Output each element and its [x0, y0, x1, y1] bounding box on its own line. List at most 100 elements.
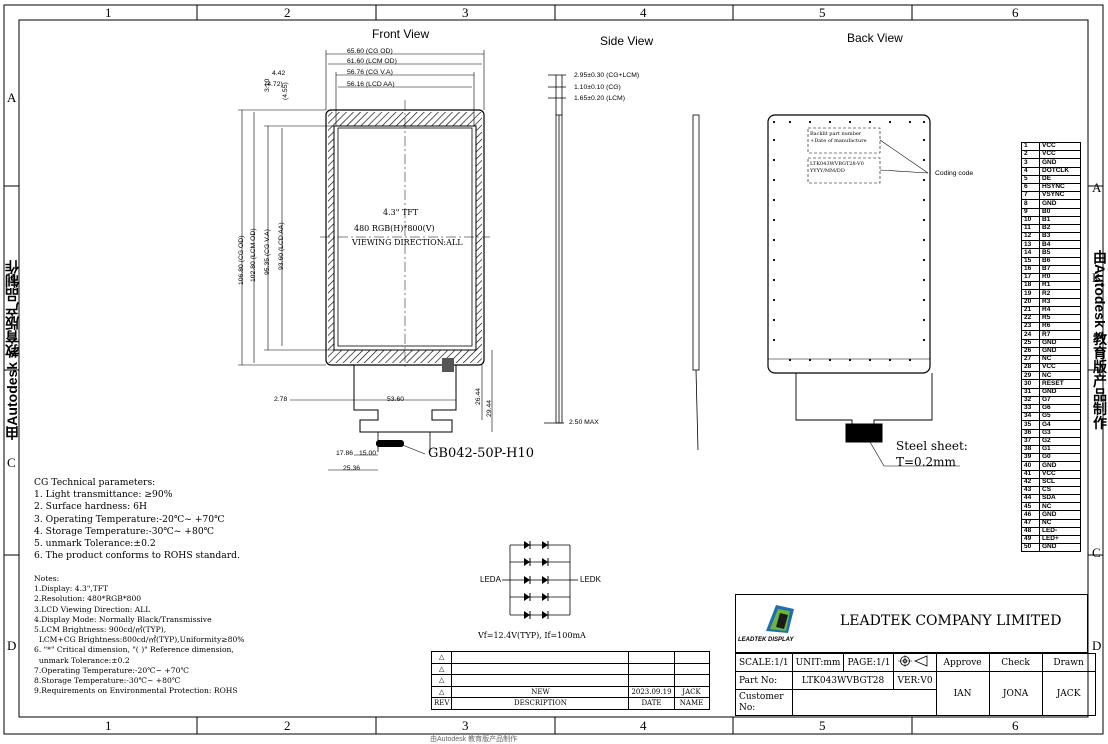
pin-number: 49 — [1021, 534, 1040, 545]
pin-signal: LED+ — [1039, 534, 1081, 545]
cg-param-item: 5. unmark Tolerance:±0.2 — [34, 538, 156, 550]
pin-signal: NC — [1039, 354, 1081, 365]
pin-number: 21 — [1021, 305, 1040, 315]
pin-number: 11 — [1021, 223, 1040, 234]
row-label-c: C — [7, 455, 16, 470]
pin-signal: B7 — [1039, 264, 1081, 275]
pin-number: 37 — [1021, 436, 1040, 446]
dim-472: (4.72) — [265, 81, 283, 88]
dim-2644: 26.44 — [475, 387, 482, 405]
pin-signal: R6 — [1039, 322, 1081, 332]
pin-signal: GND — [1039, 510, 1081, 520]
part-label-line2: YYYY/MM/DD — [810, 168, 845, 174]
pin-signal: G0 — [1039, 453, 1081, 463]
dim-1786: 17.86 — [336, 450, 354, 457]
dim-455: (4.55) — [282, 82, 289, 100]
pin-number: 41 — [1021, 469, 1040, 479]
watermark-right: 由Autodesk 教育版产品制作 — [1092, 250, 1108, 430]
pin-signal: G5 — [1039, 412, 1081, 422]
drawn-name: JACK — [1041, 671, 1096, 716]
pin-signal: NC — [1039, 518, 1081, 528]
pin-signal: G2 — [1039, 436, 1081, 446]
steel-thickness-label: T=0.2mm — [896, 455, 956, 469]
column-label-1: 1 — [105, 5, 112, 20]
pin-number: 43 — [1021, 485, 1040, 496]
pin-number: 1 — [1021, 141, 1040, 152]
connector-label: GB042-50P-H10 — [428, 446, 534, 461]
row-label-a: A — [7, 90, 17, 105]
pin-signal: RESET — [1039, 379, 1081, 389]
customer-no-value — [791, 689, 937, 716]
dim-v-lcm-od: 102.80 (LCM OD) — [250, 228, 257, 282]
pin-signal: G6 — [1039, 403, 1081, 414]
cg-parameters-title: CG Technical parameters: — [34, 477, 156, 488]
backlit-label-line1: Backlit part number — [810, 131, 862, 137]
pin-number: 40 — [1021, 461, 1040, 471]
pin-signal: R2 — [1039, 289, 1081, 299]
led-spec: Vf=12.4V(TYP), If=100mA — [478, 631, 586, 640]
pin-signal: VCC — [1039, 150, 1081, 160]
pin-number: 5 — [1021, 174, 1040, 184]
rev-triangle: △ — [430, 685, 453, 698]
pin-signal: R4 — [1039, 305, 1081, 315]
check-header: Check — [988, 653, 1043, 672]
pin-signal: DOTCLK — [1039, 166, 1081, 176]
rev-entry-desc: NEW — [451, 685, 630, 698]
pin-number: 14 — [1021, 248, 1040, 258]
dim-2536: 25.36 — [343, 465, 361, 472]
side-dim-cg: 1.10±0.10 (CG) — [574, 84, 621, 91]
pin-signal: LED- — [1039, 526, 1081, 537]
pin-number: 25 — [1021, 338, 1040, 348]
led-circuit-diagram — [502, 541, 578, 619]
panel-resolution-text: 480 RGB(H)*800(V) — [354, 224, 435, 233]
company-header: LEADTEK DISPLAY LEADTEK COMPANY LIMITED — [735, 594, 1088, 653]
pin-number: 46 — [1021, 510, 1040, 520]
pin-number: 24 — [1021, 330, 1040, 340]
pin-number: 2 — [1021, 150, 1040, 160]
note-item: LCM+CG Brightness:800cd/㎡(TYP),Uniformit… — [34, 635, 245, 645]
note-item: unmark Tolerance:±0.2 — [34, 655, 130, 665]
date-header: DATE — [628, 697, 675, 710]
pin-number: 29 — [1021, 371, 1040, 381]
logo-text: LEADTEK DISPLAY — [738, 637, 794, 643]
pin-signal: R0 — [1039, 272, 1081, 283]
pin-number: 3 — [1021, 158, 1040, 168]
side-dim-total: 2.95±0.30 (CG+LCM) — [574, 72, 640, 79]
pin-signal: G3 — [1039, 428, 1081, 438]
cg-param-item: 6. The product conforms to ROHS standard… — [34, 550, 240, 562]
pin-signal: VCC — [1039, 469, 1081, 479]
pin-signal: NC — [1039, 502, 1081, 512]
pin-signal: B4 — [1039, 240, 1081, 250]
pin-signal: VCC — [1039, 363, 1081, 373]
pin-signal: CS — [1039, 485, 1081, 496]
dim-cg-od: 65.60 (CG OD) — [347, 48, 393, 55]
pin-signal: GND — [1039, 199, 1081, 209]
cg-param-item: 1. Light transmittance: ≥90% — [34, 489, 173, 501]
pin-signal: B6 — [1039, 256, 1081, 266]
pin-signal: GND — [1039, 158, 1081, 168]
dim-1500: 15.00 — [359, 450, 377, 457]
watermark-bottom: 由Autodesk 教育版产品制作 — [430, 736, 518, 743]
pin-number: 42 — [1021, 477, 1040, 487]
side-dim-lcm: 1.65±0.20 (LCM) — [574, 95, 625, 102]
pin-signal: B0 — [1039, 207, 1081, 217]
rev-entry-name: JACK — [673, 685, 710, 698]
pin-number: 16 — [1021, 264, 1040, 275]
